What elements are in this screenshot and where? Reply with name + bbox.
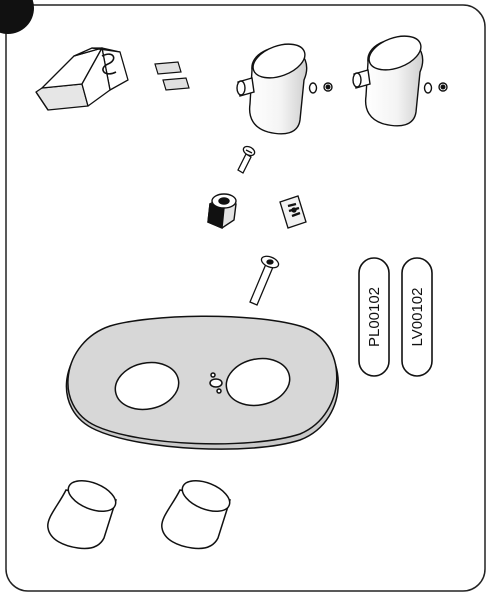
seal-pads-icon bbox=[154, 61, 190, 91]
sleeve-icon bbox=[47, 479, 117, 550]
bracket-plate-icon bbox=[279, 195, 307, 229]
part-code-text: LV00102 bbox=[409, 288, 426, 347]
sleeve-icon bbox=[161, 479, 231, 550]
long-screw-icon bbox=[249, 255, 280, 306]
lever-cap-icon bbox=[236, 43, 333, 135]
diagram-frame bbox=[5, 4, 486, 592]
part-code-text: PL00102 bbox=[366, 287, 383, 347]
lever-cap-icon bbox=[352, 35, 448, 127]
part-label-lv: LV00102 bbox=[401, 257, 433, 377]
corner-badge-icon bbox=[0, 0, 34, 34]
escutcheon-plate-icon bbox=[65, 315, 339, 450]
screw-icon bbox=[237, 145, 256, 174]
cartridge-adapter-icon bbox=[207, 193, 237, 230]
part-label-pl: PL00102 bbox=[358, 257, 390, 377]
allen-key-icon bbox=[35, 47, 129, 111]
